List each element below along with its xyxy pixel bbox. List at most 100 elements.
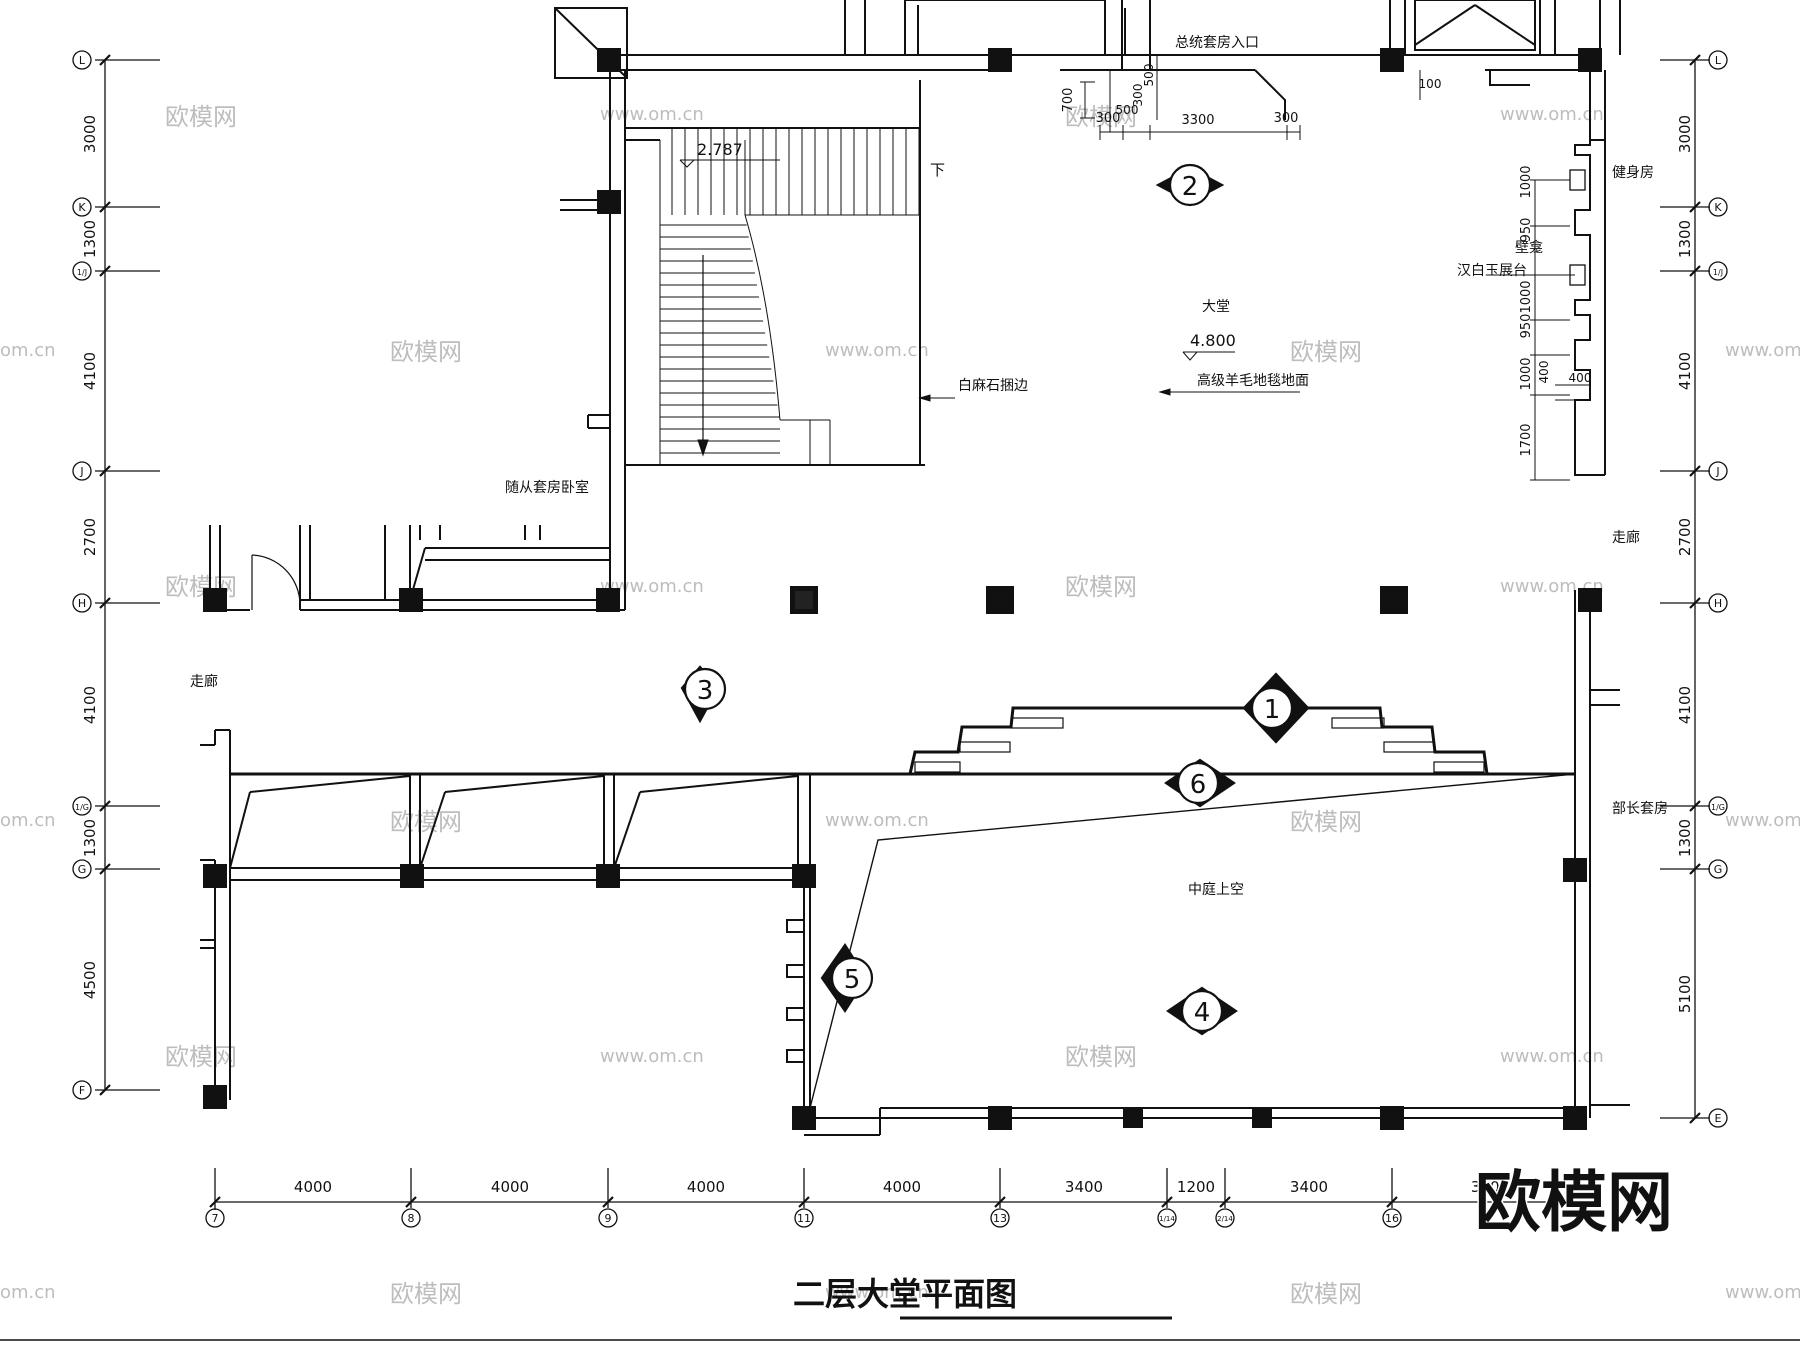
dimension-label: 3000 — [81, 115, 99, 153]
watermark-brand: 欧模网 — [165, 103, 237, 131]
axis-column-label: 9 — [605, 1212, 612, 1225]
axis-row-label: E — [1715, 1112, 1722, 1125]
watermark-brand: 欧模网 — [1290, 338, 1362, 366]
dimension-label: 1200 — [1177, 1178, 1215, 1196]
walls — [200, 0, 1630, 1136]
dimension-label: 1000 — [1519, 357, 1534, 390]
axis-column-label: 1/14 — [1159, 1215, 1175, 1223]
svg-text:4: 4 — [1194, 998, 1211, 1028]
watermark-url: www.om.cn — [600, 1046, 704, 1067]
lobby-label: 大堂 — [1202, 299, 1230, 315]
drawing-title: 二层大堂平面图 — [793, 1275, 1017, 1313]
axis-column-label: 13 — [993, 1212, 1007, 1225]
dimension-label: 1300 — [81, 220, 99, 258]
dimension-label: 300 — [1096, 111, 1121, 126]
bottom-axis-labels: 7 8 9 11 13 1/14 2/14 16 — [212, 1212, 1400, 1225]
dimension-label: 4500 — [81, 961, 99, 999]
watermark-url: www.om.cn — [825, 1282, 929, 1303]
wall-dimension-labels: 1000 950 1000 950 1000 1700 400 400 — [1519, 165, 1591, 456]
dimension-label: 950 — [1519, 218, 1534, 243]
dimension-label: 3000 — [1471, 1178, 1509, 1196]
view-marker-4 — [1166, 986, 1238, 1036]
view-marker-5 — [820, 943, 874, 1013]
stair-level-label: 2.787 — [697, 140, 743, 159]
dimension-label: 1000 — [1519, 165, 1534, 198]
watermark-url: www.om.cn — [1500, 1046, 1604, 1067]
svg-text:3: 3 — [697, 676, 714, 706]
svg-text:2: 2 — [1182, 172, 1199, 202]
axis-row-label: 1/J — [1713, 268, 1723, 277]
axis-row-label: K — [1714, 201, 1722, 214]
watermark-url-partial: om.cn — [0, 340, 56, 361]
axis-column-label: 11 — [797, 1212, 811, 1225]
dimension-label: 300 — [1274, 111, 1299, 126]
dimension-label: 4100 — [81, 352, 99, 390]
dimension-label: 3000 — [1676, 115, 1694, 153]
axis-column-label: 8 — [408, 1212, 415, 1225]
watermark-url-partial: om.cn — [0, 1282, 56, 1303]
view-marker-2 — [1155, 163, 1225, 207]
dimension-label: 4000 — [883, 1178, 921, 1196]
corridor-right-label: 走廊 — [1612, 529, 1640, 546]
dimension-label: 4000 — [687, 1178, 725, 1196]
dimension-label: 4100 — [1676, 352, 1694, 390]
watermark-url: www.om.cn — [1725, 810, 1800, 831]
carpet-label: 高级羊毛地毯地面 — [1197, 372, 1309, 389]
view-markers — [680, 163, 1310, 1036]
watermark-brand: 欧模网 — [1065, 103, 1137, 131]
axis-row-label: 1/J — [77, 268, 87, 277]
left-axis-labels: L K 1/J J H 1/G G F — [75, 54, 89, 1097]
minister-suite-label: 部长套房 — [1612, 801, 1668, 817]
dimension-label: 1300 — [1676, 819, 1694, 857]
stair-down-label: 下 — [930, 161, 945, 179]
left-dimension-axis — [72, 50, 160, 1100]
watermark-brand: 欧模网 — [1290, 808, 1362, 836]
jade-stand-label: 汉白玉展台 — [1457, 263, 1527, 279]
lobby-level-label: 4.800 — [1190, 331, 1236, 350]
dimension-label: 1700 — [1519, 423, 1534, 456]
watermark-brand: 欧模网 — [390, 808, 462, 836]
watermark-url: www.om.cn — [1725, 340, 1800, 361]
dimension-label: 400 — [1569, 371, 1592, 385]
left-axis-dims: 3000 1300 4100 2700 4100 1300 4500 — [81, 115, 99, 999]
dimension-label: 400 — [1537, 361, 1551, 384]
watermark-brand: 欧模网 — [1290, 1280, 1362, 1308]
axis-row-label: G — [1714, 863, 1723, 876]
watermark-url: www.om.cn — [1725, 1282, 1800, 1303]
axis-row-label: J — [1715, 465, 1719, 478]
axis-column-label: 7 — [212, 1212, 219, 1225]
watermark-url: www.om.cn — [1500, 104, 1604, 125]
dimension-label: 100 — [1419, 77, 1442, 91]
dimension-label: 5100 — [1676, 975, 1694, 1013]
svg-text:1: 1 — [1264, 695, 1281, 725]
dimension-label: 500 — [1116, 103, 1139, 117]
dimension-label: 2700 — [1676, 518, 1694, 556]
axis-row-label: K — [78, 201, 86, 214]
brand-logo: 欧模网 — [1475, 1164, 1673, 1241]
watermark-brand: 欧模网 — [390, 1280, 462, 1308]
dimension-label: 4100 — [81, 686, 99, 724]
dimension-label: 1300 — [81, 819, 99, 857]
watermark-url-partial: om.cn — [0, 810, 56, 831]
watermark-url: www.om.cn — [825, 810, 929, 831]
watermark-brand: 欧模网 — [390, 338, 462, 366]
view-marker-labels: 2 3 1 6 5 4 — [697, 172, 1281, 1028]
corridor-left-label: 走廊 — [190, 673, 218, 690]
niche-label: 壁龛 — [1515, 240, 1543, 256]
top-dimension-labels: 700 300 500 3300 300 100 300 500 — [1061, 64, 1441, 128]
view-marker-6 — [1164, 758, 1236, 808]
dimension-label: 500 — [1142, 64, 1156, 87]
dimension-label: 4000 — [491, 1178, 529, 1196]
dimension-label: 3400 — [1065, 1178, 1103, 1196]
dimension-label: 2700 — [81, 518, 99, 556]
watermark-brand: 欧模网 — [1065, 573, 1137, 601]
watermark-url: www.om.cn — [600, 104, 704, 125]
svg-text:5: 5 — [844, 965, 861, 995]
right-dimension-axis — [1660, 50, 1728, 1128]
axis-row-label: L — [1715, 54, 1722, 67]
dimension-label: 3400 — [1290, 1178, 1328, 1196]
axis-row-label: F — [79, 1084, 85, 1097]
view-marker-1 — [1242, 672, 1310, 744]
bottom-dimension-axis — [205, 1168, 1594, 1228]
